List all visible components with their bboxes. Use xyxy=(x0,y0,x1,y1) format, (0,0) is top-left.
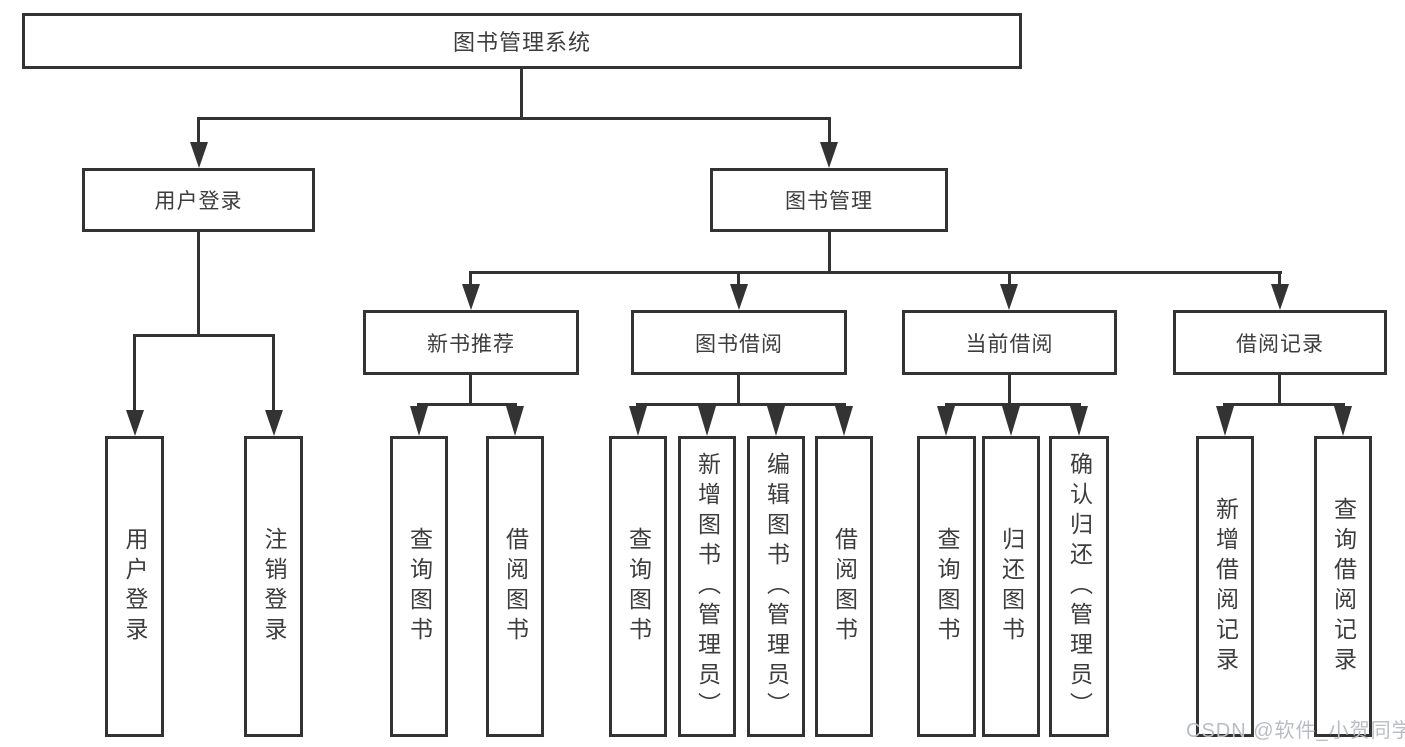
node-book-borrowing: 图书借阅 xyxy=(631,310,847,375)
node-label: 借阅记录 xyxy=(1236,332,1324,356)
connector-line xyxy=(636,403,846,406)
node-label: 图书管理 xyxy=(785,190,873,213)
node-library-management-system: 图书管理系统 xyxy=(22,13,1022,69)
node-label: 图书借阅 xyxy=(695,332,783,356)
arrowhead-down-icon xyxy=(820,142,838,168)
connector-line xyxy=(945,403,1081,406)
leaf-label: 借阅图书 xyxy=(831,526,858,647)
leaf-user-login: 用户登录 xyxy=(105,436,164,737)
leaf-label: 编辑图书（管理员） xyxy=(763,451,790,722)
leaf-logout: 注销登录 xyxy=(244,436,303,737)
arrowhead-down-icon xyxy=(1002,406,1020,436)
leaf-label: 查询图书 xyxy=(934,526,960,647)
leaf-add-book-admin: 新增图书（管理员） xyxy=(678,436,736,737)
connector-line xyxy=(133,337,136,410)
node-new-book-recommend: 新书推荐 xyxy=(363,310,579,375)
arrowhead-down-icon xyxy=(462,284,480,310)
arrowhead-down-icon xyxy=(835,406,853,436)
node-borrow-records: 借阅记录 xyxy=(1173,310,1387,375)
connector-line xyxy=(417,403,517,406)
leaf-label: 新增图书（管理员） xyxy=(694,451,721,722)
arrowhead-down-icon xyxy=(767,406,785,436)
arrowhead-down-icon xyxy=(265,410,283,436)
connector-line xyxy=(469,375,472,406)
node-book-management: 图书管理 xyxy=(710,168,948,232)
leaf-label: 查询图书 xyxy=(406,526,433,647)
arrowhead-down-icon xyxy=(126,410,144,436)
connector-line xyxy=(828,117,831,142)
leaf-newbooks-borrow-books: 借阅图书 xyxy=(486,436,544,737)
node-user-login: 用户登录 xyxy=(82,168,315,232)
connector-line xyxy=(828,232,831,274)
leaf-label: 查询图书 xyxy=(625,526,652,647)
arrowhead-down-icon xyxy=(190,142,208,168)
connector-line xyxy=(737,271,740,286)
connector-line xyxy=(1008,375,1011,406)
leaf-label: 借阅图书 xyxy=(502,526,529,647)
connector-line xyxy=(1008,271,1011,286)
arrowhead-down-icon xyxy=(937,406,955,436)
leaf-label: 注销登录 xyxy=(261,526,287,647)
arrowhead-down-icon xyxy=(698,406,716,436)
connector-line xyxy=(133,334,275,337)
leaf-label: 确认归还（管理员） xyxy=(1066,451,1093,722)
connector-line xyxy=(1278,271,1281,286)
leaf-return-books: 归还图书 xyxy=(982,436,1040,737)
node-label: 用户登录 xyxy=(154,190,243,213)
arrowhead-down-icon xyxy=(1216,406,1234,436)
leaf-label: 用户登录 xyxy=(122,526,148,647)
leaf-newbooks-query-books: 查询图书 xyxy=(390,436,448,737)
watermark: CSDN @软件_小贺同学 xyxy=(1186,720,1405,742)
node-label: 当前借阅 xyxy=(965,332,1054,356)
connector-line xyxy=(272,337,275,410)
arrowhead-down-icon xyxy=(629,406,647,436)
connector-line xyxy=(197,117,831,120)
arrowhead-down-icon xyxy=(1000,284,1018,310)
arrowhead-down-icon xyxy=(730,284,748,310)
connector-line xyxy=(520,69,523,120)
node-label: 新书推荐 xyxy=(427,332,515,356)
arrowhead-down-icon xyxy=(1070,406,1088,436)
connector-line xyxy=(469,271,472,286)
leaf-label: 查询借阅记录 xyxy=(1330,496,1357,677)
leaf-edit-book-admin: 编辑图书（管理员） xyxy=(747,436,805,737)
connector-line xyxy=(469,271,1282,274)
arrowhead-down-icon xyxy=(1334,406,1352,436)
arrowhead-down-icon xyxy=(506,406,524,436)
leaf-borrowing-query-books: 查询图书 xyxy=(609,436,667,737)
leaf-confirm-return-admin: 确认归还（管理员） xyxy=(1049,436,1109,737)
leaf-label: 归还图书 xyxy=(998,526,1025,647)
leaf-query-borrow-record: 查询借阅记录 xyxy=(1314,436,1372,737)
connector-line xyxy=(737,375,740,406)
connector-line xyxy=(197,232,200,337)
connector-line xyxy=(1223,403,1345,406)
connector-line xyxy=(197,117,200,142)
leaf-add-borrow-record: 新增借阅记录 xyxy=(1196,436,1254,737)
node-current-borrowing: 当前借阅 xyxy=(902,310,1117,375)
arrowhead-down-icon xyxy=(1271,284,1289,310)
connector-line xyxy=(1278,375,1281,406)
leaf-current-query-books: 查询图书 xyxy=(917,436,976,737)
leaf-borrowing-borrow-books: 借阅图书 xyxy=(815,436,873,737)
arrowhead-down-icon xyxy=(410,406,428,436)
leaf-label: 新增借阅记录 xyxy=(1212,496,1239,677)
node-label: 图书管理系统 xyxy=(452,30,591,55)
